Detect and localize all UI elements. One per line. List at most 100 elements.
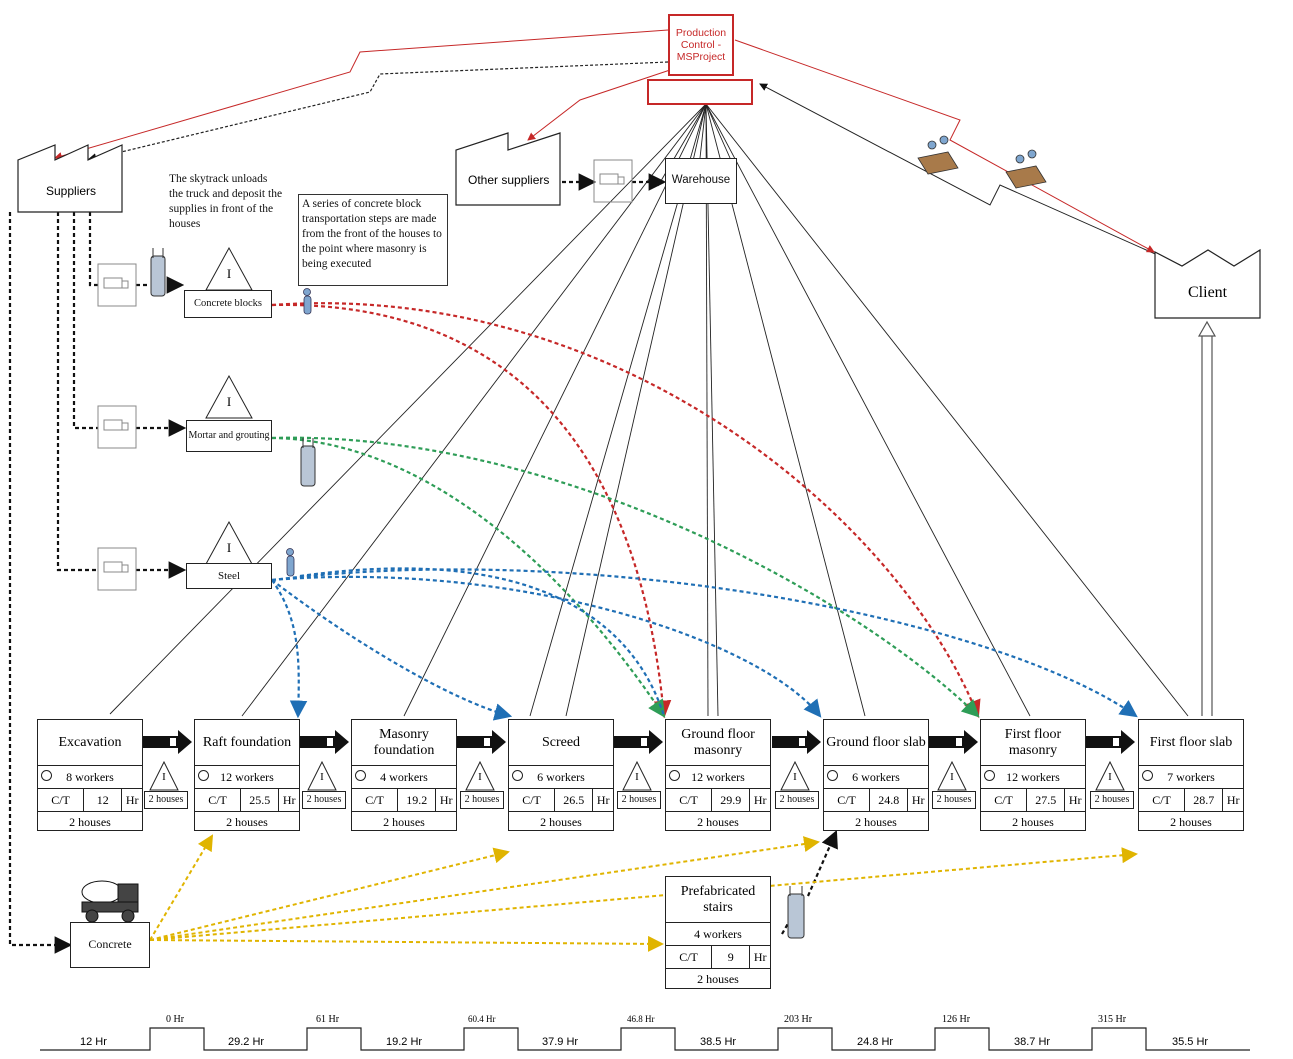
production-control-bar	[647, 79, 753, 105]
information-lines	[109, 103, 1189, 717]
push-arrow	[457, 730, 506, 754]
inventory-i-label: I	[478, 771, 482, 783]
push-arrow	[772, 730, 821, 754]
production-control-box: Production Control - MSProject	[668, 14, 734, 76]
skytrack-icons	[150, 248, 805, 939]
inventory-i-label: I	[635, 771, 639, 783]
block-transport-note: A series of concrete block transportatio…	[298, 194, 448, 286]
operator-icon	[512, 770, 523, 781]
workers-value: 4 workers	[666, 923, 770, 946]
ct-value: 26.5	[555, 789, 594, 811]
push-arrow	[300, 730, 349, 754]
process-workers: 12 workers	[981, 766, 1085, 789]
concrete-flows	[149, 834, 1138, 952]
inventory-count: 2 houses	[932, 791, 976, 809]
process-houses: 2 houses	[855, 815, 897, 829]
ct-value: 29.9	[712, 789, 751, 811]
workers-value: 7 workers	[1167, 769, 1215, 784]
operator-icon	[198, 770, 209, 781]
operator-icon	[984, 770, 995, 781]
process-title: Ground floor masonry	[666, 720, 770, 766]
operator-icon	[41, 770, 52, 781]
process-houses: 2 houses	[69, 815, 111, 829]
workers-value: 6 workers	[537, 769, 585, 784]
process-title: First floor masonry	[981, 720, 1085, 766]
process-houses: 2 houses	[540, 815, 582, 829]
inventory-count: 2 houses	[775, 791, 819, 809]
concrete-block-flows	[271, 302, 981, 719]
inventory-i-label: I	[226, 540, 232, 555]
process-houses: 2 houses	[226, 815, 268, 829]
ct-label: C/T	[195, 789, 242, 811]
workers-value: 12 workers	[691, 769, 745, 784]
concrete-mixer-icon	[81, 880, 139, 923]
suppliers-factory-icon	[17, 144, 123, 213]
process-title: Raft foundation	[195, 720, 299, 766]
timeline-low-label: 19.2 Hr	[386, 1036, 423, 1048]
ct-value: 28.7	[1185, 789, 1224, 811]
process-workers: 12 workers	[195, 766, 299, 789]
process-title: Masonry foundation	[352, 720, 456, 766]
inventory-i-label: I	[950, 771, 954, 783]
other-suppliers-label: Other suppliers	[468, 173, 550, 187]
production-control-line1: Production	[675, 26, 727, 39]
ct-value: 19.2	[398, 789, 437, 811]
ct-value: 27.5	[1027, 789, 1066, 811]
ct-value: 24.8	[870, 789, 909, 811]
workers-value: 6 workers	[852, 769, 900, 784]
process-houses: 2 houses	[1170, 815, 1212, 829]
ct-label: C/T	[509, 789, 556, 811]
ct-label: C/T	[666, 946, 713, 968]
ct-label: C/T	[352, 789, 399, 811]
inventory-count: 2 houses	[617, 791, 661, 809]
client-label: Client	[1188, 284, 1228, 301]
push-arrow	[614, 730, 663, 754]
process-workers: 7 workers	[1139, 766, 1243, 789]
timeline-low-label: 12 Hr	[80, 1036, 107, 1048]
timeline-low-label: 35.5 Hr	[1172, 1036, 1209, 1048]
production-control-line2: Control -	[680, 38, 722, 51]
process-title: Prefabricated stairs	[666, 877, 770, 923]
schedule-to-client-line	[734, 39, 1155, 253]
process-workers: 8 workers	[38, 766, 142, 789]
timeline-high-label: 126 Hr	[942, 1014, 971, 1025]
timeline-low-label: 38.7 Hr	[1014, 1036, 1051, 1048]
steel-box: Steel	[186, 563, 272, 589]
inventory-count: 2 houses	[1090, 791, 1134, 809]
supply-dashed-lines	[8, 173, 838, 954]
ct-unit: Hr	[1226, 792, 1240, 807]
process-workers: 4 workers	[352, 766, 456, 789]
order-to-other-suppliers	[527, 69, 671, 141]
operator-icon	[827, 770, 838, 781]
process-houses: 2 houses	[697, 815, 739, 829]
ct-label: C/T	[824, 789, 871, 811]
client-factory-icon	[1154, 248, 1261, 319]
client-order-line	[759, 83, 1181, 266]
other-suppliers-factory-icon	[455, 132, 561, 206]
worker-icons	[286, 288, 312, 577]
timeline-high-label: 315 Hr	[1098, 1014, 1127, 1025]
timeline-low-label: 29.2 Hr	[228, 1036, 265, 1048]
timeline-low-label: 38.5 Hr	[700, 1036, 737, 1048]
process-title: Excavation	[38, 720, 142, 766]
timeline-low-label: 24.8 Hr	[857, 1036, 894, 1048]
ct-unit: Hr	[125, 792, 139, 807]
production-control-line3: MSProject	[676, 51, 726, 64]
workers-value: 12 workers	[220, 769, 274, 784]
